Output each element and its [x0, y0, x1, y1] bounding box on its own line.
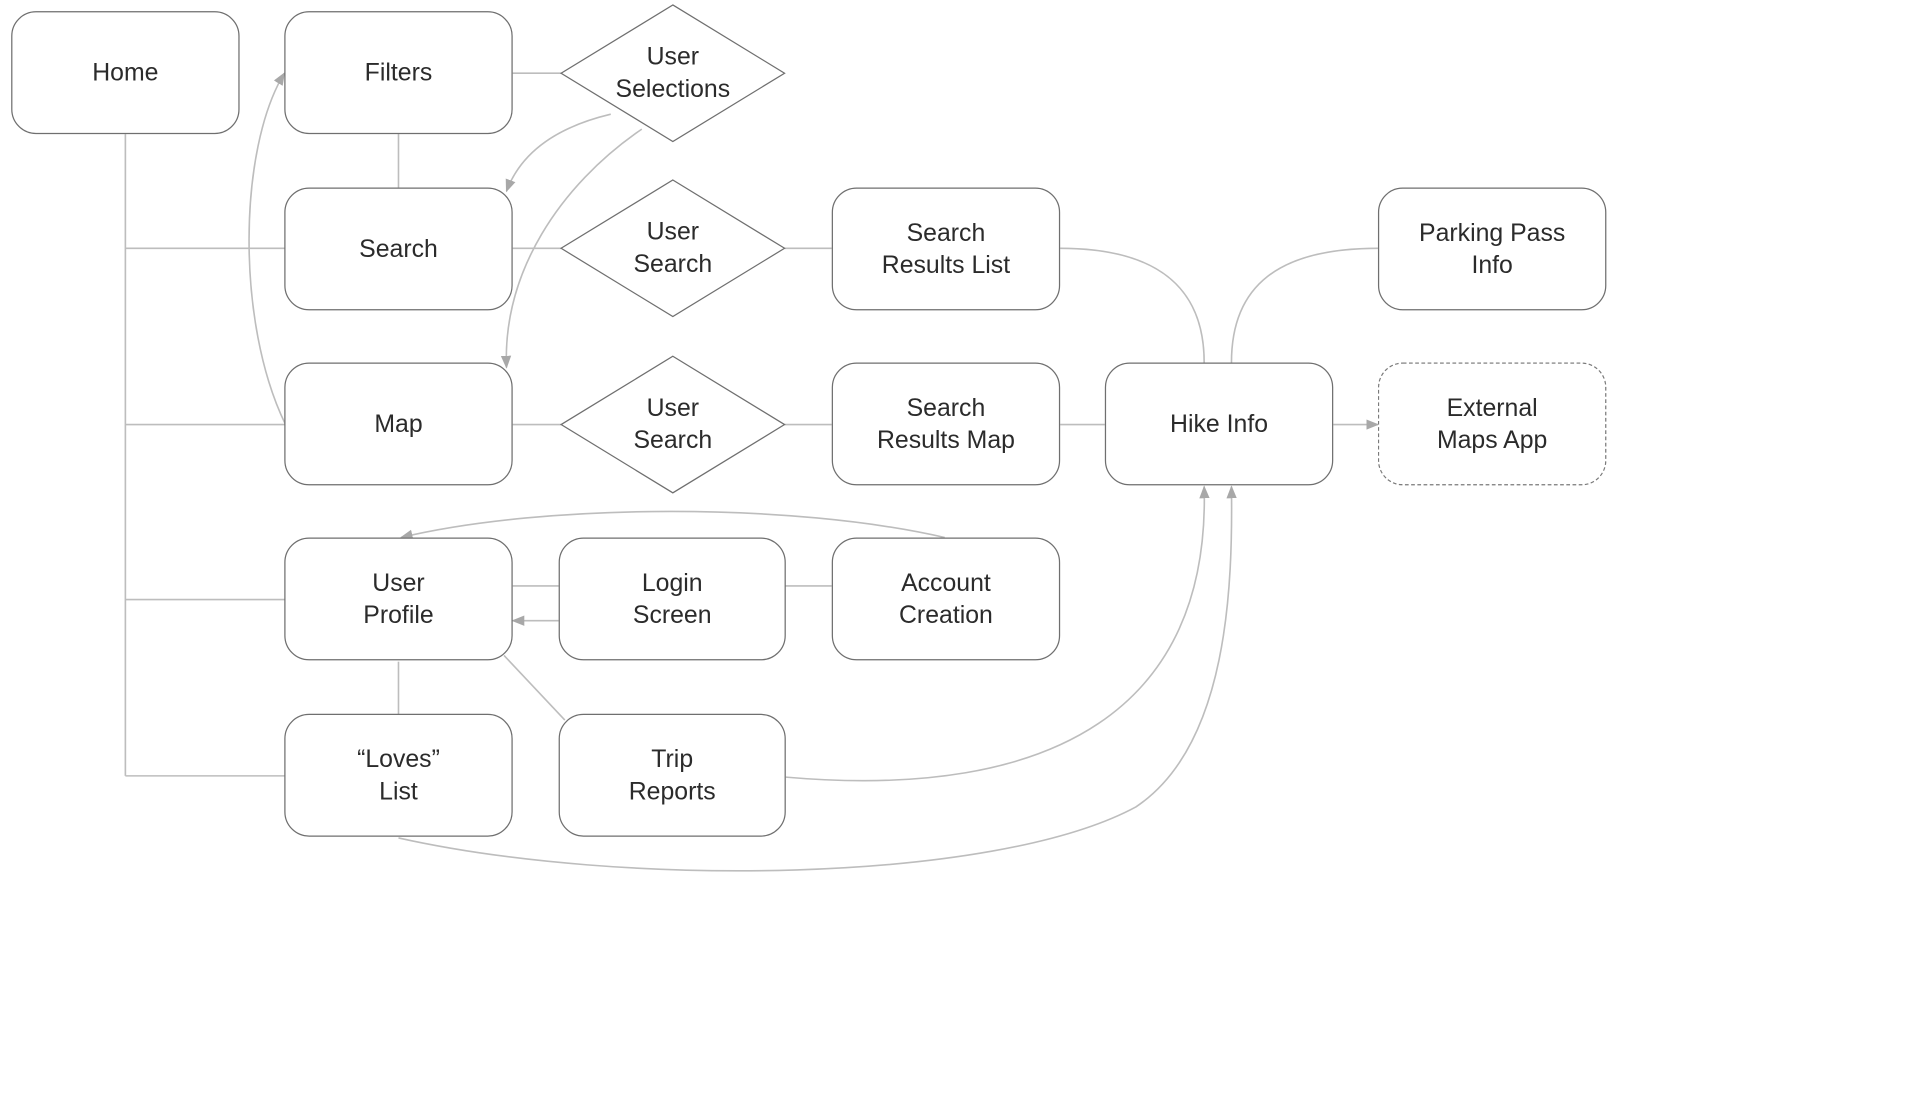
node-hike-info: Hike Info [1104, 362, 1334, 486]
connector-layer [124, 4, 1380, 872]
connector-map-filters [248, 72, 287, 425]
decision-user-search-1 [559, 179, 786, 318]
node-user-profile: User Profile [284, 537, 513, 661]
node-external-maps-app: External Maps App [1377, 362, 1607, 486]
connector-hike-parking [1230, 247, 1378, 363]
node-parking-pass-info: Parking Pass Info [1377, 187, 1607, 311]
connector-selections-search [505, 113, 611, 193]
node-map: Map [284, 362, 513, 486]
label-user-search-1: User Search [633, 218, 713, 279]
node-search-results-map: Search Results Map [831, 362, 1061, 486]
node-home: Home [11, 11, 240, 135]
node-login-screen: Login Screen [558, 537, 786, 661]
node-filters: Filters [284, 11, 513, 135]
connector-trips-hike [785, 485, 1210, 782]
connector-profile-trips [503, 654, 566, 721]
node-search: Search [284, 187, 513, 311]
decision-user-search-2 [559, 355, 786, 494]
connector-loves-hike [398, 485, 1237, 872]
decision-user-selections [559, 4, 786, 143]
node-trip-reports: Trip Reports [558, 713, 786, 837]
connector-results-list-hike [1060, 247, 1205, 363]
node-search-results-list: Search Results List [831, 187, 1061, 311]
connector-selections-map [500, 128, 643, 369]
label-user-selections: User Selections [615, 43, 731, 104]
connector-account-profile [399, 510, 945, 540]
label-user-search-2: User Search [633, 394, 713, 455]
node-loves-list: “Loves” List [284, 713, 513, 837]
node-account-creation: Account Creation [831, 537, 1061, 661]
